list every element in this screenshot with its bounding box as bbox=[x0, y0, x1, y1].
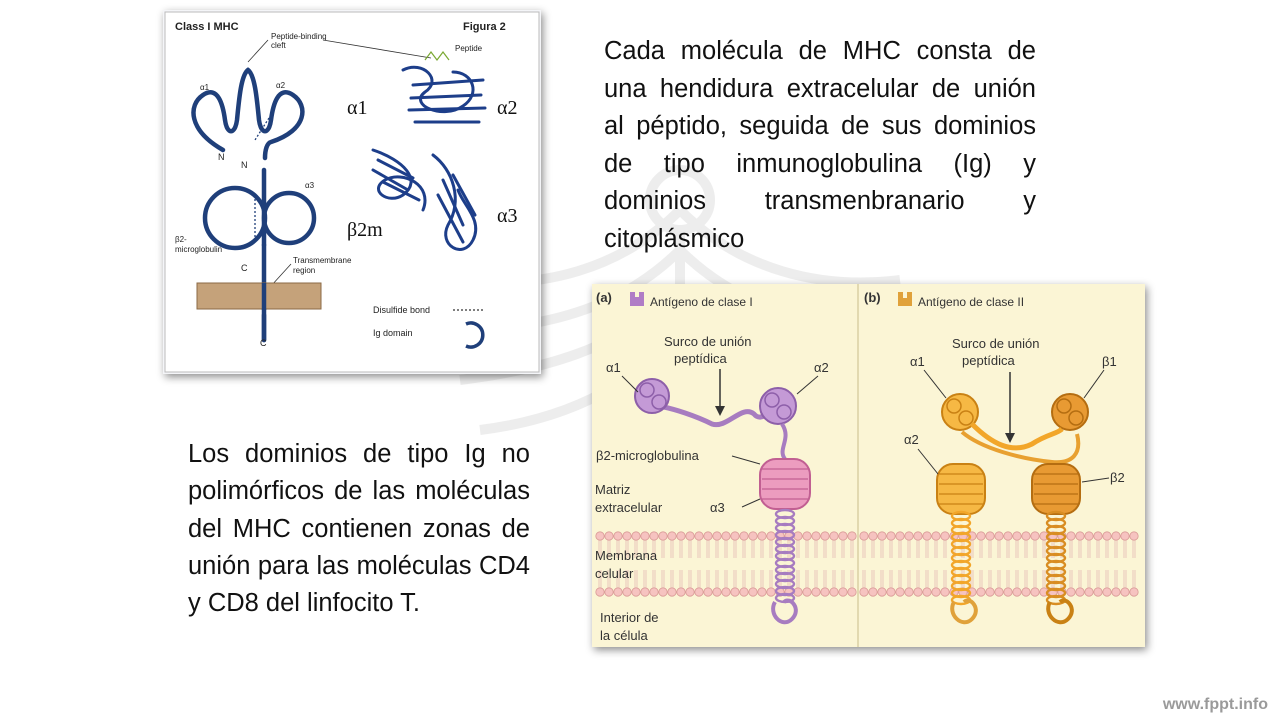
cleft-label-1: Peptide-binding bbox=[271, 32, 327, 41]
a-alpha2-label: α2 bbox=[814, 360, 829, 375]
cleft-label-2: cleft bbox=[271, 41, 286, 50]
legend-disulfide-label: Disulfide bond bbox=[373, 305, 430, 315]
ribbon-alpha1-label: α1 bbox=[347, 97, 367, 119]
b-beta1-label: β1 bbox=[1102, 354, 1117, 369]
b-beta2-label: β2 bbox=[1110, 470, 1125, 485]
ig-domain-icon bbox=[465, 321, 485, 349]
c-terminus-2: C bbox=[260, 338, 267, 348]
class-i-small-icon bbox=[630, 292, 644, 306]
class-i-mhc-figure: Class I MHC Figura 2 Peptide-binding cle… bbox=[163, 10, 541, 374]
paragraph-top: Cada molécula de MHC consta de una hendi… bbox=[604, 37, 1036, 253]
panel-b-tag: (b) bbox=[864, 290, 881, 305]
c-terminus-1: C bbox=[241, 263, 248, 273]
panel-a-title: Antígeno de clase I bbox=[650, 295, 753, 309]
interior-label-2: la célula bbox=[600, 628, 648, 643]
class-ii-small-icon bbox=[898, 292, 912, 306]
alpha3-label: α3 bbox=[305, 181, 315, 190]
b-groove-label-2: peptídica bbox=[962, 353, 1016, 368]
panel-b-title: Antígeno de clase II bbox=[918, 295, 1024, 309]
b2m-label-2: microglobulin bbox=[175, 245, 222, 254]
membrane-label-2: celular bbox=[595, 566, 634, 581]
b-alpha2-label: α2 bbox=[904, 432, 919, 447]
b2m-label-1: β2- bbox=[175, 235, 187, 244]
panel-a-tag: (a) bbox=[596, 290, 612, 305]
ribbon-alpha2-label: α2 bbox=[497, 97, 517, 119]
peptide-label: Peptide bbox=[455, 44, 483, 53]
b-groove-label-1: Surco de unión bbox=[952, 336, 1039, 351]
class-i-ii-antigen-figure: (a) Antígeno de clase I (b) Antígeno de … bbox=[592, 284, 1145, 647]
tm-label-1: Transmembrane bbox=[293, 256, 352, 265]
ribbon-alpha3-label: α3 bbox=[497, 205, 517, 227]
class-i-mhc-diagram: Class I MHC Figura 2 Peptide-binding cle… bbox=[164, 11, 540, 373]
paragraph-bottom: Los dominios de tipo Ig no polimórficos … bbox=[188, 440, 530, 618]
n-terminus-2: N bbox=[241, 160, 248, 170]
class-ii-molecule bbox=[936, 393, 1089, 625]
legend-ig-label: Ig domain bbox=[373, 328, 413, 338]
ribbon-b2m-label: β2m bbox=[347, 219, 383, 241]
tm-label-2: region bbox=[293, 266, 315, 275]
matrix-label-2: extracelular bbox=[595, 500, 663, 515]
figure1-label: Figura 2 bbox=[463, 21, 506, 33]
a-alpha1-label: α1 bbox=[606, 360, 621, 375]
class-i-molecule bbox=[634, 378, 811, 625]
a-b2m-label: β2-microglobulina bbox=[596, 448, 700, 463]
interior-label-1: Interior de bbox=[600, 610, 659, 625]
matrix-label-1: Matriz bbox=[595, 482, 630, 497]
a-groove-label-2: peptídica bbox=[674, 351, 728, 366]
figure1-title: Class I MHC bbox=[175, 21, 239, 33]
ribbon-structure bbox=[371, 65, 487, 251]
membrane-band bbox=[196, 282, 322, 310]
footer-url: www.fppt.info bbox=[1162, 696, 1268, 713]
membrane-label-1: Membrana bbox=[595, 548, 658, 563]
alpha2-label: α2 bbox=[276, 81, 286, 90]
n-terminus-1: N bbox=[218, 152, 225, 162]
antigen-diagram: (a) Antígeno de clase I (b) Antígeno de … bbox=[592, 284, 1145, 647]
alpha1-label: α1 bbox=[200, 83, 210, 92]
a-alpha3-label: α3 bbox=[710, 500, 725, 515]
b-alpha1-label: α1 bbox=[910, 354, 925, 369]
a-groove-label-1: Surco de unión bbox=[664, 334, 751, 349]
